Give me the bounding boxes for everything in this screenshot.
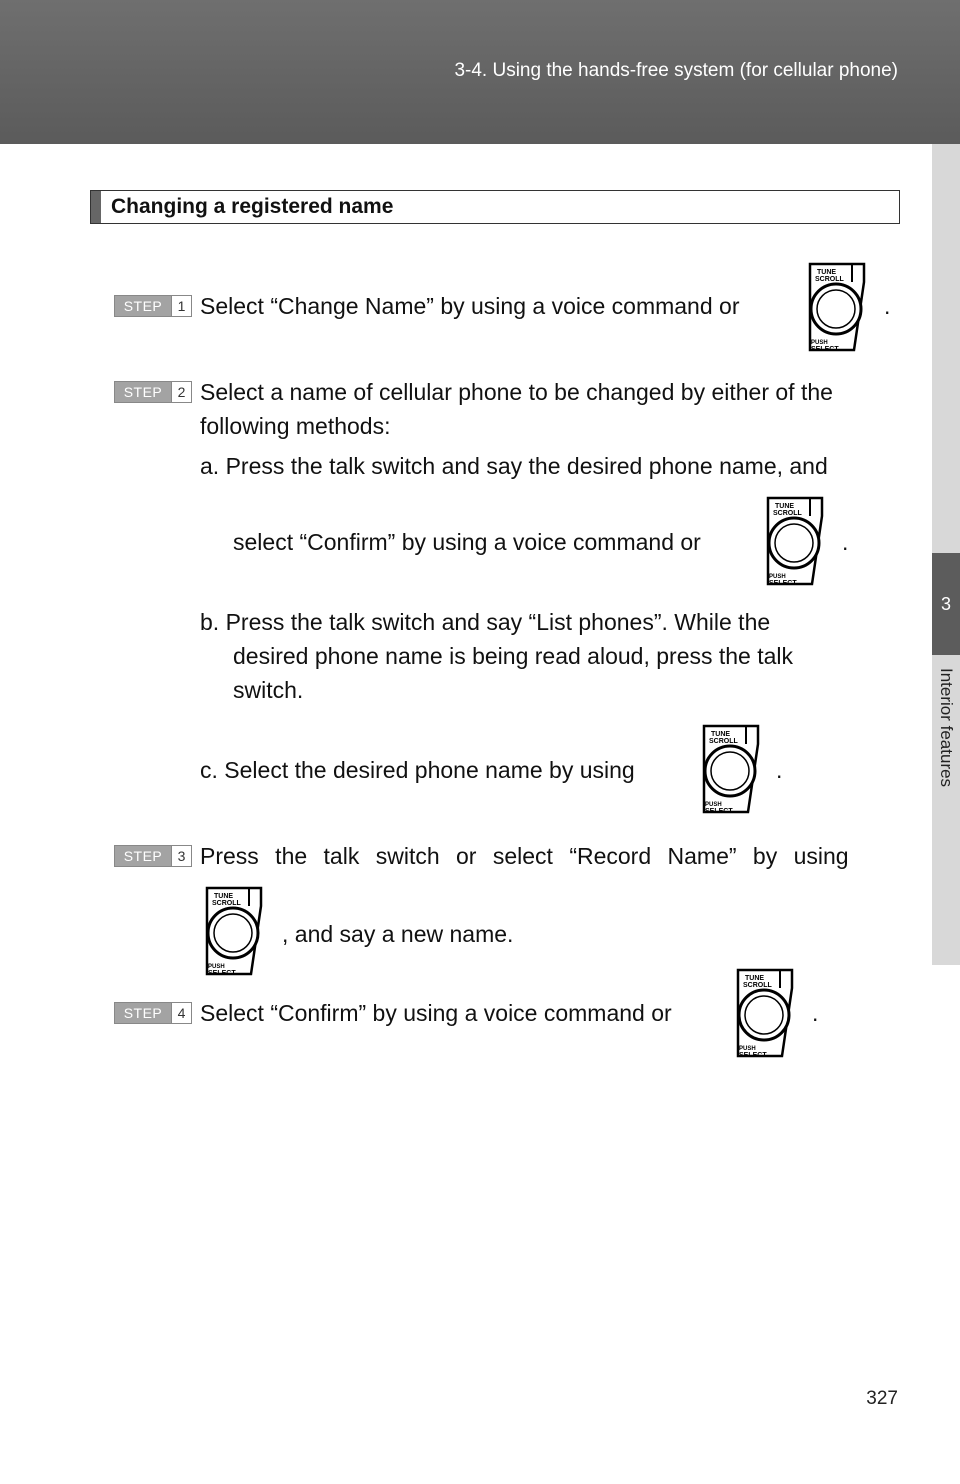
- header-band: 3-4. Using the hands-free system (for ce…: [0, 0, 960, 144]
- knob-tune-text: TUNE: [745, 975, 764, 982]
- step-badge-3: STEP 3: [114, 845, 192, 867]
- step-2-sub-a: a. Press the talk switch and say the des…: [200, 453, 828, 479]
- knob-tune-text: TUNE: [214, 893, 233, 900]
- chapter-tab: 3: [932, 553, 960, 655]
- step-badge-label: STEP: [115, 846, 171, 866]
- step-2-text: Select a name of cellular phone to be ch…: [200, 379, 833, 405]
- step-2-sub-a-end: .: [842, 529, 849, 555]
- tune-select-knob-icon: TUNE SCROLL PUSH SELECT: [764, 494, 826, 592]
- tune-select-knob-icon: TUNE SCROLL PUSH SELECT: [734, 966, 796, 1064]
- knob-push-text: PUSH: [739, 1046, 756, 1052]
- knob-scroll-text: SCROLL: [815, 276, 845, 283]
- chapter-title: Interior features: [937, 668, 956, 788]
- step-2-sub-b: b. Press the talk switch and say “List p…: [200, 609, 771, 635]
- step-badge-label: STEP: [115, 1003, 171, 1023]
- step-2-sub-b-3: switch.: [233, 677, 304, 703]
- knob-select-text: SELECT: [739, 1052, 767, 1059]
- section-title: Changing a registered name: [111, 195, 394, 218]
- step-3-text: Press the talk switch or select “Record …: [200, 843, 849, 869]
- knob-select-text: SELECT: [769, 580, 797, 587]
- knob-select-text: SELECT: [208, 970, 236, 977]
- knob-tune-text: TUNE: [775, 503, 794, 510]
- knob-push-text: PUSH: [705, 802, 722, 808]
- knob-scroll-text: SCROLL: [743, 982, 773, 989]
- knob-push-text: PUSH: [208, 964, 225, 970]
- step-3-text-2: , and say a new name.: [282, 921, 514, 947]
- step-badge-label: STEP: [115, 296, 171, 316]
- tune-select-knob-icon: TUNE SCROLL PUSH SELECT: [700, 722, 762, 820]
- page-number: 327: [866, 1388, 898, 1409]
- step-badge-number: 1: [171, 296, 191, 316]
- step-badge-4: STEP 4: [114, 1002, 192, 1024]
- step-1-text: Select “Change Name” by using a voice co…: [200, 293, 740, 319]
- knob-scroll-text: SCROLL: [709, 738, 739, 745]
- side-strip-top: [932, 144, 960, 553]
- knob-tune-text: TUNE: [711, 731, 730, 738]
- section-heading: Changing a registered name: [90, 190, 900, 224]
- step-1-end: .: [884, 293, 891, 319]
- section-heading-bar: [91, 191, 101, 223]
- step-4-text: Select “Confirm” by using a voice comman…: [200, 1000, 672, 1026]
- section-path: 3-4. Using the hands-free system (for ce…: [454, 60, 898, 81]
- step-badge-number: 2: [171, 382, 191, 402]
- side-strip: [932, 655, 960, 965]
- step-badge-1: STEP 1: [114, 295, 192, 317]
- knob-select-text: SELECT: [811, 346, 839, 353]
- chapter-number: 3: [940, 593, 951, 614]
- step-2-sub-c: c. Select the desired phone name by usin…: [200, 757, 635, 783]
- knob-scroll-text: SCROLL: [212, 900, 242, 907]
- step-2-text-2: following methods:: [200, 413, 391, 439]
- knob-select-text: SELECT: [705, 808, 733, 815]
- step-2-sub-b-2: desired phone name is being read aloud, …: [233, 643, 794, 669]
- step-2-sub-c-end: .: [776, 757, 783, 783]
- tune-select-knob-icon: TUNE SCROLL PUSH SELECT: [806, 260, 868, 358]
- step-badge-label: STEP: [115, 382, 171, 402]
- knob-scroll-text: SCROLL: [773, 510, 803, 517]
- tune-select-knob-icon: TUNE SCROLL PUSH SELECT: [203, 884, 265, 982]
- step-badge-number: 3: [171, 846, 191, 866]
- step-4-end: .: [812, 1000, 819, 1026]
- knob-tune-text: TUNE: [817, 269, 836, 276]
- knob-push-text: PUSH: [811, 340, 828, 346]
- step-badge-2: STEP 2: [114, 381, 192, 403]
- knob-push-text: PUSH: [769, 574, 786, 580]
- step-2-sub-a-2: select “Confirm” by using a voice comman…: [233, 529, 701, 555]
- step-badge-number: 4: [171, 1003, 191, 1023]
